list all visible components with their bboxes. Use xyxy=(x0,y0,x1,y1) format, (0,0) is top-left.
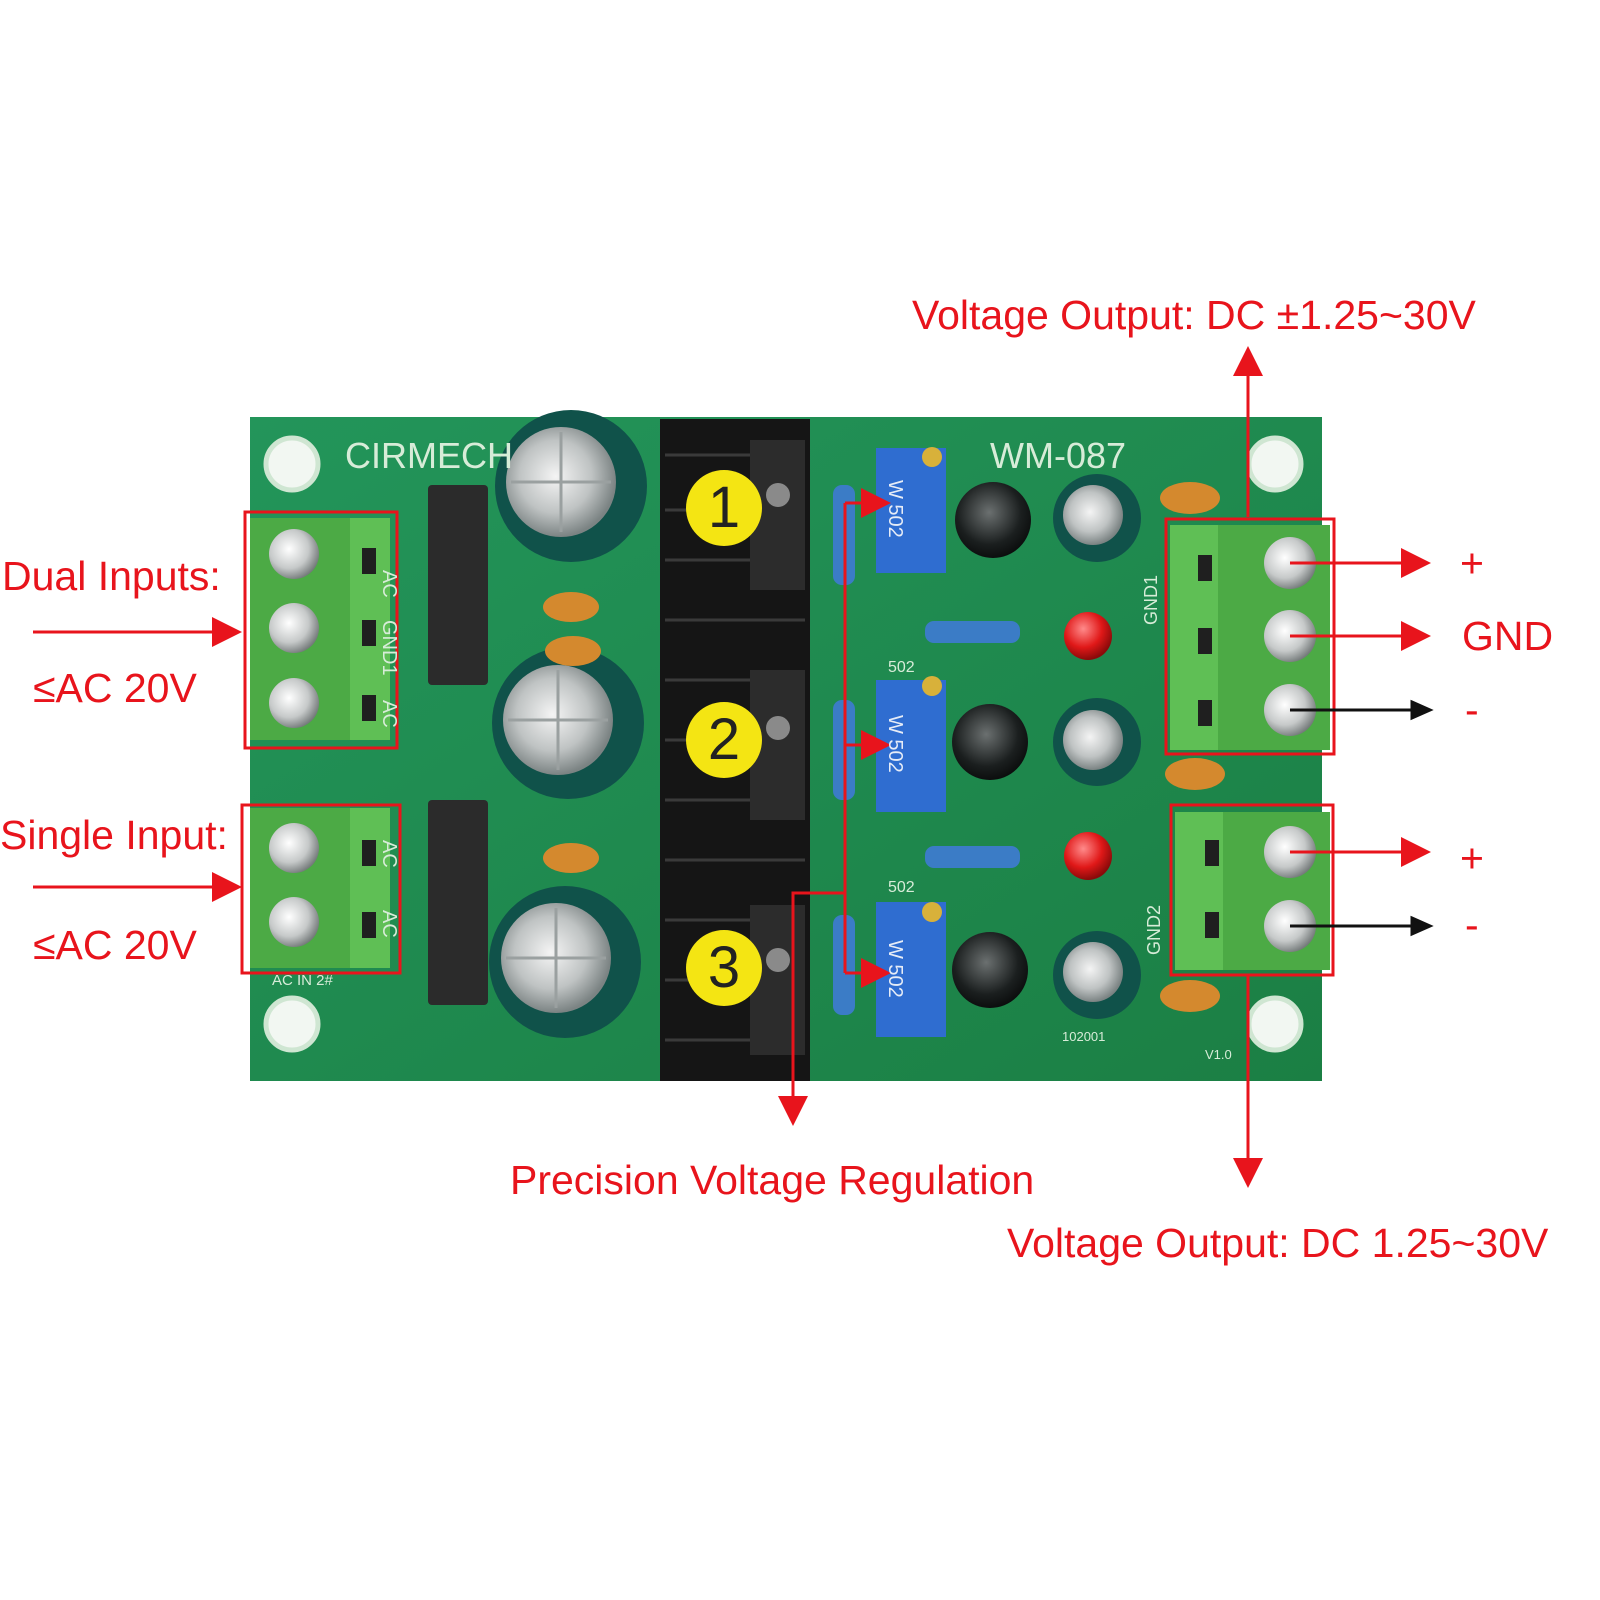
brand-silkscreen: CIRMECH xyxy=(345,435,513,476)
regulator-badge-1: 1 xyxy=(686,470,762,546)
single-output-terminal xyxy=(1175,812,1330,970)
dual-output-title: Voltage Output: DC ±1.25~30V xyxy=(912,292,1476,338)
led-indicator-2 xyxy=(1064,832,1112,880)
out1-silkscreen: GND1 xyxy=(1141,574,1161,625)
ceramic-capacitors xyxy=(543,482,1225,1012)
pot3-marking: W 502 xyxy=(884,940,906,998)
negative-arrows xyxy=(1290,699,1434,937)
dual-pin-label-2: GND1 xyxy=(378,620,400,676)
led-indicator-1 xyxy=(1064,612,1112,660)
bridge-rectifier-1 xyxy=(428,485,488,685)
regulator-badge-3: 3 xyxy=(686,930,762,1006)
small-capacitors xyxy=(952,474,1141,1019)
out2-silkscreen: GND2 xyxy=(1144,904,1164,955)
single-input-limit: ≤AC 20V xyxy=(33,922,197,968)
regulator-badge-2: 2 xyxy=(686,702,762,778)
single-pin-label-1: AC xyxy=(378,840,400,868)
single-output-minus: - xyxy=(1465,902,1479,948)
single-output-title: Voltage Output: DC 1.25~30V xyxy=(1007,1220,1549,1266)
single-input-title: Single Input: xyxy=(0,812,228,858)
dual-output-gnd: GND xyxy=(1462,613,1554,659)
ac-in-silkscreen: AC IN 2# xyxy=(272,972,333,989)
pot2-marking: W 502 xyxy=(884,715,906,773)
dual-output-minus: - xyxy=(1465,687,1479,733)
model-silkscreen: WM-087 xyxy=(990,435,1127,476)
dual-input-terminal xyxy=(250,518,390,740)
version-silkscreen: V1.0 xyxy=(1205,1047,1232,1062)
bridge-rectifier-2 xyxy=(428,800,488,1005)
annotation-arrows xyxy=(33,346,1431,1188)
dual-pin-label-1: AC xyxy=(378,570,400,598)
single-input-terminal xyxy=(250,808,390,968)
date-code-silkscreen: 102001 xyxy=(1062,1029,1106,1044)
dual-inputs-title: Dual Inputs: xyxy=(2,553,221,599)
single-output-plus: + xyxy=(1460,835,1484,881)
trimmer-potentiometers xyxy=(876,447,946,1037)
pot1-marking: W 502 xyxy=(884,480,906,538)
filter-capacitors xyxy=(489,410,647,1038)
dual-pin-label-3: AC xyxy=(378,700,400,728)
single-pin-label-2: AC xyxy=(378,910,400,938)
pot3-code-silkscreen: 502 xyxy=(888,879,915,896)
pot2-code-silkscreen: 502 xyxy=(888,659,915,676)
dual-output-plus: + xyxy=(1460,540,1484,586)
regulation-title: Precision Voltage Regulation xyxy=(510,1157,1035,1203)
dual-inputs-limit: ≤AC 20V xyxy=(33,665,197,711)
